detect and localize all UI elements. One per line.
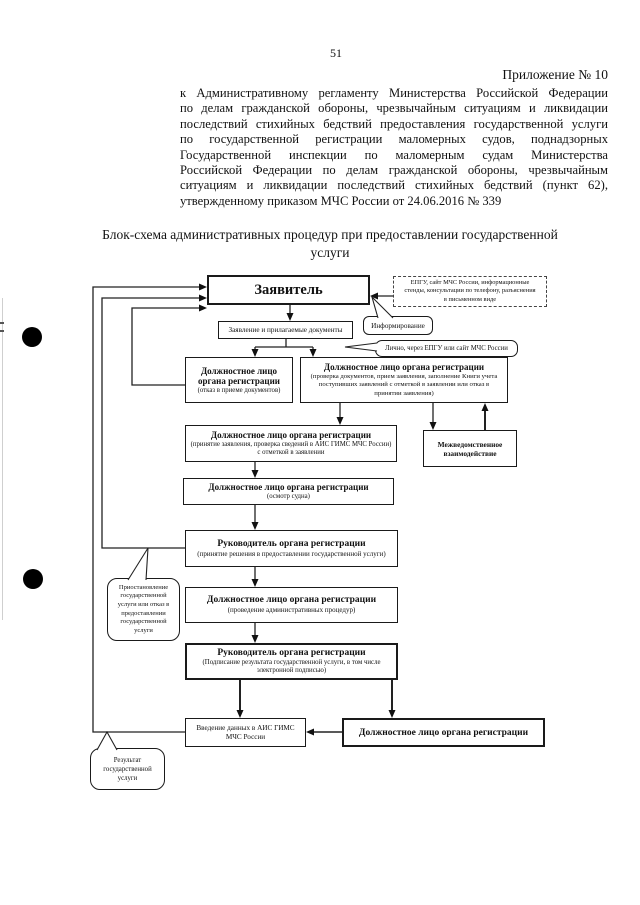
informing-callout: Информирование <box>363 316 433 335</box>
paragraph-line: по государственной регистрации маломерны… <box>180 132 608 147</box>
refusal-official-box: Должностное лицо органа регистрации (отк… <box>185 357 293 403</box>
decision-head-box: Руководитель органа регистрации (приняти… <box>185 530 398 567</box>
final-official-box: Должностное лицо органа регистрации <box>342 718 545 747</box>
suspension-label: Приостановление государственной услуги и… <box>117 583 170 634</box>
paragraph-line: последствий стихийных бедствий предостав… <box>180 116 608 131</box>
epgu-info-box: ЕПГУ, сайт МЧС России, информационные ст… <box>393 276 547 307</box>
final-official-label: Должностное лицо органа регистрации <box>358 727 529 738</box>
paragraph-line: Государственной инспекции по маломерным … <box>180 147 608 162</box>
diagram-title-line1: Блок-схема административных процедур при… <box>102 227 558 242</box>
intake-official-subtitle: (проверка документов, прием заявления, з… <box>310 373 498 397</box>
decision-head-subtitle: (принятие решения в предоставлении госуд… <box>197 549 386 558</box>
inspection-official-box: Должностное лицо органа регистрации (осм… <box>183 478 394 505</box>
signing-head-box: Руководитель органа регистрации (Подписа… <box>185 643 398 680</box>
diagram-title: Блок-схема административных процедур при… <box>70 226 590 262</box>
procedures-official-title: Должностное лицо органа регистрации <box>206 595 377 606</box>
procedures-official-subtitle: (проведение административных процедур) <box>227 606 356 615</box>
result-callout: Результат государственной услуги <box>90 748 165 790</box>
paragraph-line: ситуациям и ликвидации последствий стихи… <box>180 178 608 193</box>
refusal-official-subtitle: (отказ в приеме документов) <box>197 386 281 394</box>
refusal-official-title: Должностное лицо органа регистрации <box>198 365 280 387</box>
epgu-info-line: в письменном виде <box>443 295 497 303</box>
epgu-info-line: стенды, консультации по телефону, разъяс… <box>404 287 536 295</box>
inspection-official-title: Должностное лицо органа регистрации <box>208 482 369 493</box>
paragraph-line: Российской Федерации по делам гражданско… <box>180 163 608 178</box>
scan-edge-line <box>2 298 3 620</box>
decision-head-title: Руководитель органа регистрации <box>217 538 366 549</box>
in-person-callout: Лично, через ЕПГУ или сайт МЧС России <box>375 340 518 357</box>
intake-official-title: Должностное лицо органа регистрации <box>323 362 485 373</box>
interagency-box: Межведомственное взаимодействие <box>423 430 517 467</box>
appendix-label: Приложение № 10 <box>502 67 608 82</box>
data-entry-box: Введение данных в АИС ГИМС МЧС России <box>185 718 306 747</box>
interagency-label: Межведомственное взаимодействие <box>437 439 503 458</box>
application-documents-box: Заявление и прилагаемые документы <box>218 321 353 339</box>
punch-hole-bottom <box>23 569 43 589</box>
inspection-official-subtitle: (осмотр судна) <box>267 492 310 500</box>
acceptance-official-title: Должностное лицо органа регистрации <box>210 429 372 440</box>
epgu-info-line: ЕПГУ, сайт МЧС России, информационные <box>410 279 530 287</box>
paragraph-line: по делам гражданской обороны, чрезвычайн… <box>180 101 608 116</box>
result-label: Результат государственной услуги <box>103 756 152 782</box>
procedures-official-box: Должностное лицо органа регистрации (про… <box>185 587 398 623</box>
acceptance-official-subtitle: (принятие заявления, проверка сведений в… <box>190 440 392 456</box>
paragraph-line: утвержденному приказом МЧС России от 24.… <box>180 193 502 208</box>
signing-head-title: Руководитель органа регистрации <box>217 647 366 658</box>
intake-official-box: Должностное лицо органа регистрации (про… <box>300 357 508 403</box>
suspension-callout: Приостановление государственной услуги и… <box>107 578 180 641</box>
punch-hole-top <box>22 327 42 347</box>
diagram-title-line2: услуги <box>310 245 350 260</box>
signing-head-subtitle: (Подписание результата государственной у… <box>202 658 381 674</box>
in-person-label: Лично, через ЕПГУ или сайт МЧС России <box>385 345 508 352</box>
informing-label: Информирование <box>371 321 425 330</box>
applicant-box: Заявитель <box>207 275 370 305</box>
applicant-label: Заявитель <box>254 281 323 298</box>
scan-tick <box>0 322 4 324</box>
application-documents-label: Заявление и прилагаемые документы <box>228 326 343 334</box>
regulation-paragraph: к Административному регламенту Министерс… <box>180 86 608 209</box>
acceptance-official-box: Должностное лицо органа регистрации (при… <box>185 425 397 462</box>
paragraph-line: к Административному регламенту Министерс… <box>180 86 608 100</box>
data-entry-label: Введение данных в АИС ГИМС МЧС России <box>196 723 295 741</box>
page-number: 51 <box>330 46 342 60</box>
scan-tick <box>0 330 4 332</box>
